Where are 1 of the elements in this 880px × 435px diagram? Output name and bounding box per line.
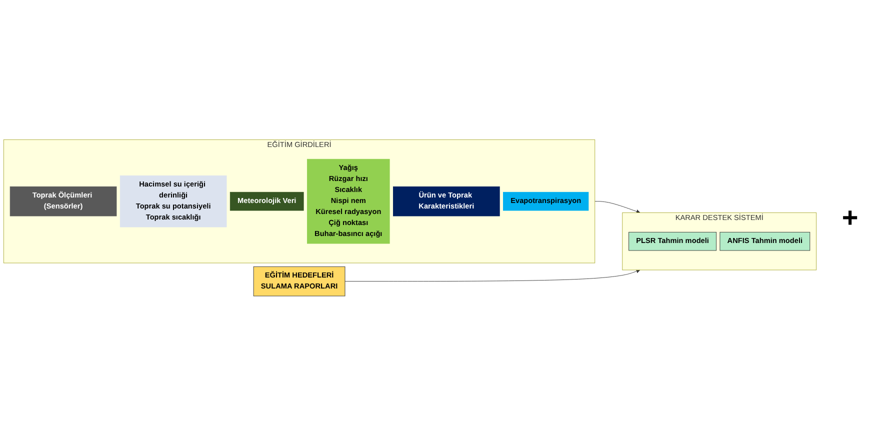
plus-sign-label: + bbox=[840, 202, 860, 234]
